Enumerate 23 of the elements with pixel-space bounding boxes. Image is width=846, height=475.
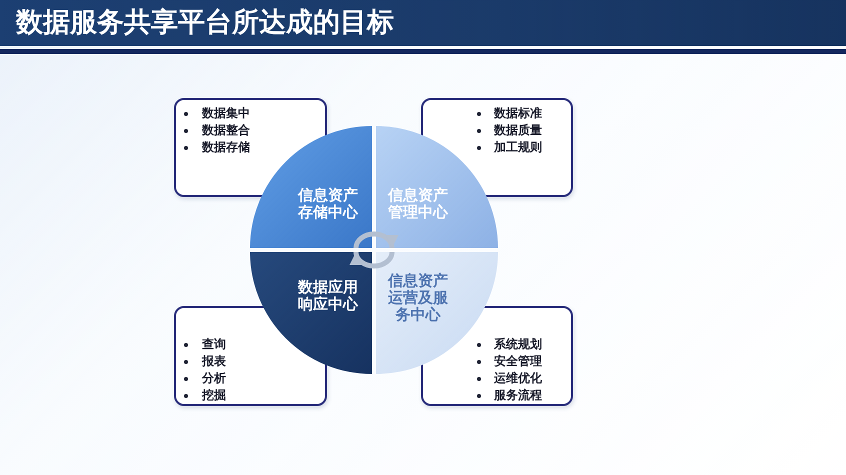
sector-label: 信息资产管理中心 bbox=[386, 187, 450, 221]
list-item: 数据质量 bbox=[494, 122, 542, 139]
list-item: 分析 bbox=[202, 370, 226, 387]
list-item: 挖掘 bbox=[202, 387, 226, 404]
list-item: 服务流程 bbox=[494, 387, 542, 404]
list-item: 系统规划 bbox=[494, 336, 542, 353]
title: 数据服务共享平台所达成的目标 bbox=[16, 6, 394, 40]
list-item: 数据整合 bbox=[202, 122, 250, 139]
sector-label: 信息资产运营及服务中心 bbox=[386, 272, 449, 324]
list-item: 查询 bbox=[202, 336, 226, 353]
cycle-arrow bbox=[350, 252, 394, 268]
list-item: 运维优化 bbox=[494, 370, 542, 387]
list-item: 数据集中 bbox=[202, 105, 250, 122]
cycle-arrow bbox=[354, 232, 398, 248]
list-item: 数据标准 bbox=[494, 105, 542, 122]
list-item: 报表 bbox=[202, 353, 226, 370]
sector-label: 数据应用响应中心 bbox=[296, 279, 360, 313]
list-item: 安全管理 bbox=[494, 353, 542, 370]
list-item: 加工规则 bbox=[494, 139, 542, 156]
circle-sector bbox=[250, 252, 372, 374]
list-item: 数据存储 bbox=[202, 139, 250, 156]
circle-sector bbox=[250, 126, 372, 248]
sector-label: 信息资产存储中心 bbox=[296, 187, 360, 221]
